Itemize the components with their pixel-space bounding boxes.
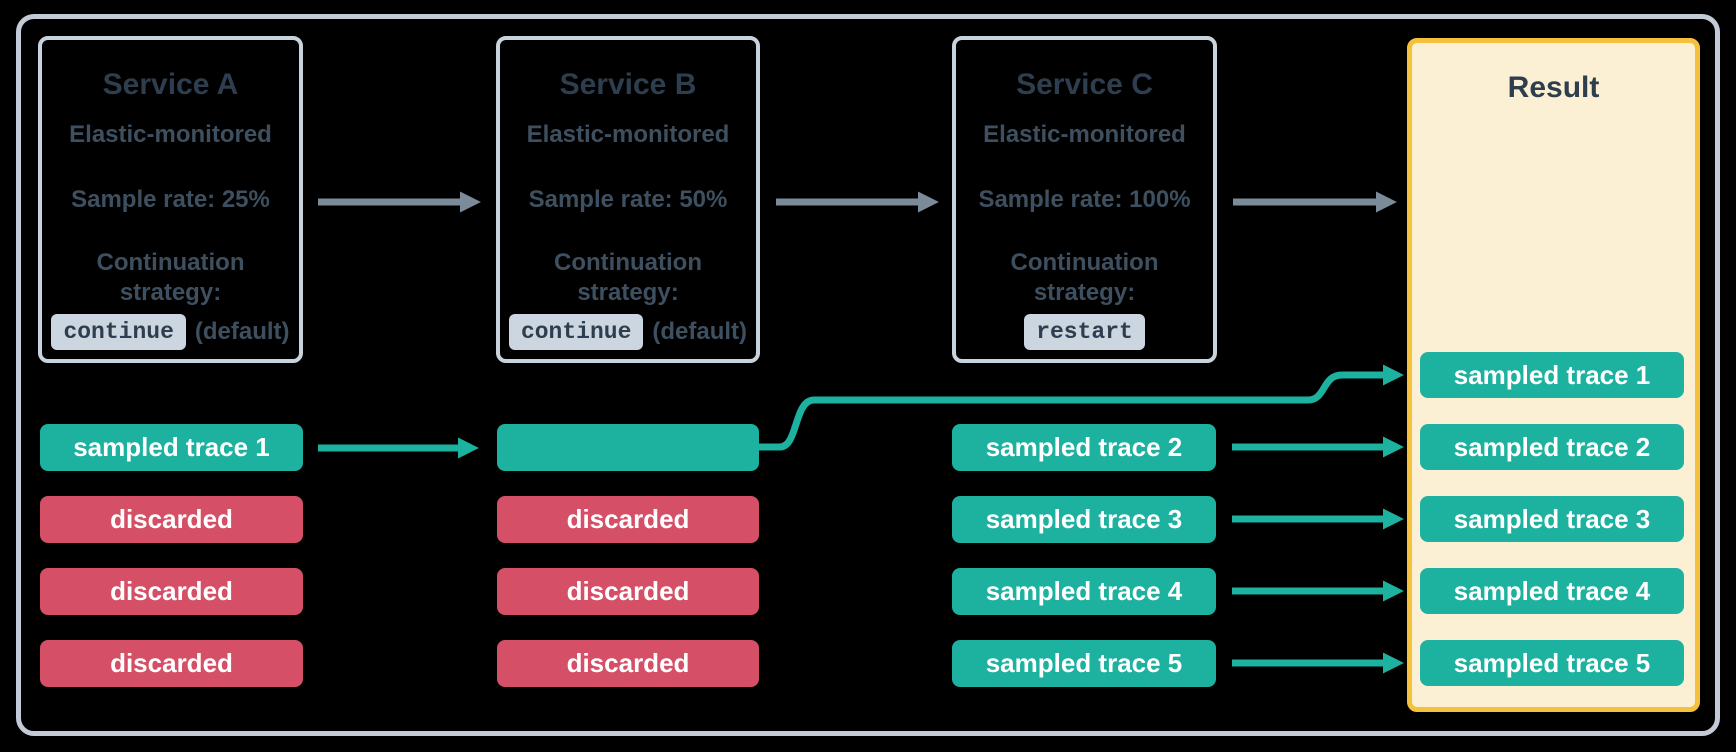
pill-sampled-trace: sampled trace 2 (952, 424, 1216, 471)
strategy-row: restart (956, 313, 1213, 351)
pill-discarded: discarded (497, 640, 759, 687)
pill-sampled-trace-unlabeled (497, 424, 759, 471)
pill-sampled-trace: sampled trace 1 (40, 424, 303, 471)
service-title: Service C (1016, 68, 1153, 101)
strategy-default-note: (default) (652, 318, 748, 345)
pill-sampled-trace: sampled trace 3 (952, 496, 1216, 543)
service-box-b: Service B Elastic-monitored Sample rate:… (496, 36, 760, 363)
continuation-label-line1: Continuation (1010, 249, 1159, 276)
result-pill: sampled trace 4 (1420, 568, 1684, 614)
service-monitored-label: Elastic-monitored (69, 121, 272, 148)
continuation-label-line1: Continuation (554, 249, 702, 276)
pill-discarded: discarded (497, 568, 759, 615)
pill-discarded: discarded (497, 496, 759, 543)
pill-discarded: discarded (40, 640, 303, 687)
service-sample-rate: Sample rate: 100% (978, 186, 1191, 213)
result-pill: sampled trace 5 (1420, 640, 1684, 686)
service-box-c: Service C Elastic-monitored Sample rate:… (952, 36, 1217, 363)
strategy-row: continue (default) (500, 313, 756, 351)
outer-frame (16, 14, 1720, 736)
pill-discarded: discarded (40, 496, 303, 543)
service-title: Service B (559, 68, 697, 101)
result-pill: sampled trace 3 (1420, 496, 1684, 542)
result-title: Result (1507, 71, 1600, 104)
service-title: Service A (102, 68, 239, 101)
continuation-label-line2: strategy: (119, 279, 222, 306)
result-box: Result sampled trace 1 sampled trace 2 s… (1407, 38, 1700, 712)
service-monitored-label: Elastic-monitored (526, 121, 730, 148)
service-box-a: Service A Elastic-monitored Sample rate:… (38, 36, 303, 363)
pill-sampled-trace: sampled trace 4 (952, 568, 1216, 615)
strategy-badge: continue (51, 314, 186, 350)
pill-sampled-trace: sampled trace 5 (952, 640, 1216, 687)
result-pill: sampled trace 1 (1420, 352, 1684, 398)
service-sample-rate: Sample rate: 25% (71, 186, 270, 213)
continuation-label-line2: strategy: (577, 279, 679, 306)
strategy-badge: continue (508, 314, 644, 350)
continuation-label-line1: Continuation (96, 249, 245, 276)
service-sample-rate: Sample rate: 50% (528, 186, 728, 213)
result-pill: sampled trace 2 (1420, 424, 1684, 470)
service-monitored-label: Elastic-monitored (983, 121, 1186, 148)
strategy-default-note: (default) (194, 318, 290, 345)
continuation-label-line2: strategy: (1033, 279, 1136, 306)
strategy-row: continue (default) (42, 313, 299, 351)
pill-discarded: discarded (40, 568, 303, 615)
strategy-badge: restart (1024, 314, 1145, 350)
